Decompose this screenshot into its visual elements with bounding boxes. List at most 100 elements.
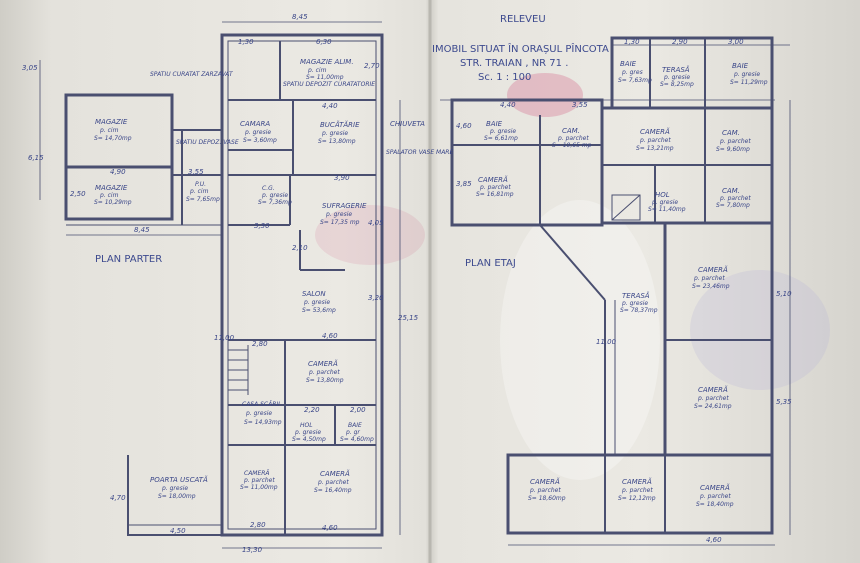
room-area: S= 78,37mp xyxy=(620,307,658,314)
room-mat: p. parchet xyxy=(308,369,340,376)
room-mat: p. parchet xyxy=(621,487,653,494)
room-name: BAIE xyxy=(620,60,637,68)
room-mat: p. gres xyxy=(621,69,643,76)
room-mat: p. gresie xyxy=(261,192,288,199)
room-area: S= 13,80mp xyxy=(318,138,356,145)
room-name: CAMERĂ xyxy=(698,265,728,274)
title-line1: IMOBIL SITUAT ÎN ORAȘUL PÎNCOTA xyxy=(432,42,609,55)
dim: 2,90 xyxy=(672,38,688,46)
plan-parter-label: PLAN PARTER xyxy=(95,254,162,265)
dim: 3,85 xyxy=(456,180,472,188)
room-mat: p. parchet xyxy=(697,395,729,402)
room-name: CAM. xyxy=(722,187,740,195)
room-area: S= 18,60mp xyxy=(528,495,566,502)
dim: 11,00 xyxy=(596,338,617,346)
room-area: S= 3,60mp xyxy=(243,137,277,144)
dim: 3,00 xyxy=(728,38,744,46)
room-mat: p. parchet xyxy=(639,137,671,144)
room-name: BAIE xyxy=(486,120,503,128)
dim: 11,00 xyxy=(214,334,235,342)
dim: 4,05 xyxy=(368,219,384,227)
room-area: S= 11,00mp xyxy=(240,484,278,491)
room-mat: p. parchet xyxy=(243,477,275,484)
dim: 25,15 xyxy=(398,314,419,322)
dim: 4,60 xyxy=(322,332,338,340)
room-area: S= 11,00mp xyxy=(306,74,344,81)
upper-floor-room-labels: BAIE p. gres S= 7,63mp TERASĂ p. gresie … xyxy=(476,60,768,508)
room-area: S= 16,81mp xyxy=(476,191,514,198)
room-name: CAMERĂ xyxy=(622,477,652,486)
room-mat: p. gresie xyxy=(244,129,271,136)
room-area: S= 53,6mp xyxy=(302,307,336,314)
room-area: S= 9,60mp xyxy=(716,146,750,153)
dim: 2,20 xyxy=(304,406,320,414)
upper-floor-dims: 1,30 2,90 3,00 4,40 3,55 4,60 3,85 5,10 … xyxy=(456,38,792,544)
stamp-smudge xyxy=(690,270,830,390)
room-name: P.U. xyxy=(195,181,206,188)
room-mat: p. cim xyxy=(189,188,209,195)
room-area: S= 7,63mp xyxy=(618,77,652,84)
pink-stain xyxy=(507,73,583,117)
room-name: CAMERĂ xyxy=(698,385,728,394)
room-area: S= 24,61mp xyxy=(694,403,732,410)
dim: 4,60 xyxy=(456,122,472,130)
room-area: S= 12,12mp xyxy=(618,495,656,502)
room-area: S= 8,25mp xyxy=(660,81,694,88)
room-mat: p. gresie xyxy=(733,71,760,78)
room-area: S= 23,46mp xyxy=(692,283,730,290)
dim: 2,80 xyxy=(250,521,266,529)
title-line2: STR. TRAIAN , NR 71 . xyxy=(460,58,568,69)
room-area: S= 4,50mp xyxy=(292,436,326,443)
room-area: S= 13,21mp xyxy=(636,145,674,152)
room-name: CAMERĂ xyxy=(320,469,350,478)
dimension-lines xyxy=(39,21,791,549)
dim: 2,70 xyxy=(364,62,380,70)
room-mat: p. parchet xyxy=(529,487,561,494)
dim: 3,05 xyxy=(22,64,38,72)
room-mat: p. parchet xyxy=(719,138,751,145)
dim: 2,10 xyxy=(292,244,308,252)
dim: 5,10 xyxy=(776,290,792,298)
room-area: S= 7,36mp xyxy=(258,199,292,206)
dim: 1,30 xyxy=(624,38,640,46)
room-mat: p. parchet xyxy=(719,195,751,202)
room-area: S= 13,80mp xyxy=(306,377,344,384)
room-area: S= 17,35 mp xyxy=(320,219,360,226)
room-name: SPATIU CURATAT ZARZAVAT xyxy=(150,71,234,78)
dim: 4,40 xyxy=(500,101,516,109)
room-area: S= 11,29mp xyxy=(730,79,768,86)
room-name: MAGAZIE xyxy=(95,118,128,126)
room-area: S= 18,00mp xyxy=(158,493,196,500)
room-name: HOL xyxy=(655,191,670,199)
room-name: BAIE xyxy=(732,62,749,70)
room-name: CAMERĂ xyxy=(700,483,730,492)
room-mat: p. parchet xyxy=(479,184,511,191)
room-mat: p. cim xyxy=(99,127,119,134)
dim: 13,30 xyxy=(242,546,263,554)
dim: 4,60 xyxy=(322,524,338,532)
room-name: CAMERĂ xyxy=(530,477,560,486)
room-name: BAIE xyxy=(348,422,362,429)
upper-floor-walls xyxy=(450,36,774,535)
room-name: SALON xyxy=(302,290,326,298)
dim: 2,00 xyxy=(350,406,366,414)
room-area: S= 4,60mp xyxy=(340,436,374,443)
room-area: S= 10,29mp xyxy=(94,199,132,206)
room-area: S= 16,40mp xyxy=(314,487,352,494)
ground-floor-dims: 8,45 1,30 6,30 2,70 4,40 3,05 6,15 4,90 … xyxy=(22,13,419,554)
dim: 3,30 xyxy=(254,222,270,230)
plan-etaj-label: PLAN ETAJ xyxy=(465,258,516,269)
room-mat: p. gresie xyxy=(325,211,352,218)
room-name: SPATIU DEPOZIT CURATATORIE xyxy=(283,81,375,88)
room-mat: p. gresie xyxy=(651,199,678,206)
room-mat: p. gresie xyxy=(321,130,348,137)
dim: 3,90 xyxy=(334,174,350,182)
ground-floor-walls xyxy=(64,33,384,537)
room-name: BUCĂTĂRIE xyxy=(320,120,360,129)
room-mat: p. parchet xyxy=(693,275,725,282)
room-name: CAMERĂ xyxy=(640,127,670,136)
room-name: CASA SCĂRII xyxy=(242,401,280,408)
dim: 8,45 xyxy=(134,226,150,234)
